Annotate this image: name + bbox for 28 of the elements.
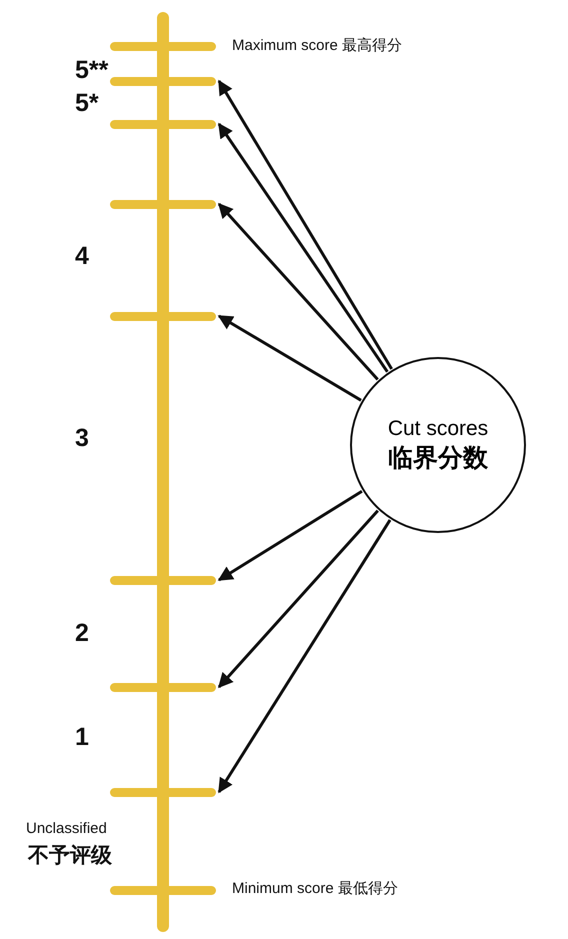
tick-mark	[110, 576, 216, 584]
scale-end-label: Minimum score 最低得分	[232, 880, 398, 898]
scale-end-label: Maximum score 最高得分	[232, 37, 402, 55]
tick-mark	[110, 788, 216, 796]
tick-mark	[110, 682, 216, 692]
grade-label: 不予评级	[28, 843, 112, 869]
tick-mark	[110, 120, 216, 128]
arrow	[218, 122, 389, 373]
grade-label: 5*	[75, 88, 99, 118]
tick-mark	[110, 200, 216, 208]
tick-mark	[110, 312, 216, 320]
grade-label: Unclassified	[26, 820, 107, 838]
node-title: Cut scores	[388, 416, 488, 440]
arrow	[218, 510, 379, 688]
node-subtitle: 临界分数	[388, 442, 488, 474]
grade-label: 2	[75, 618, 89, 648]
arrow	[218, 314, 362, 402]
arrow	[218, 80, 393, 370]
arrow	[218, 490, 363, 582]
grade-label: 1	[75, 722, 89, 752]
grade-label: 5**	[75, 55, 108, 85]
tick-mark	[110, 42, 216, 50]
grade-label: 4	[75, 241, 89, 271]
tick-mark	[110, 76, 216, 86]
arrow	[218, 202, 379, 381]
tick-mark	[110, 886, 216, 894]
arrow	[218, 519, 392, 794]
grade-label: 3	[75, 423, 89, 453]
